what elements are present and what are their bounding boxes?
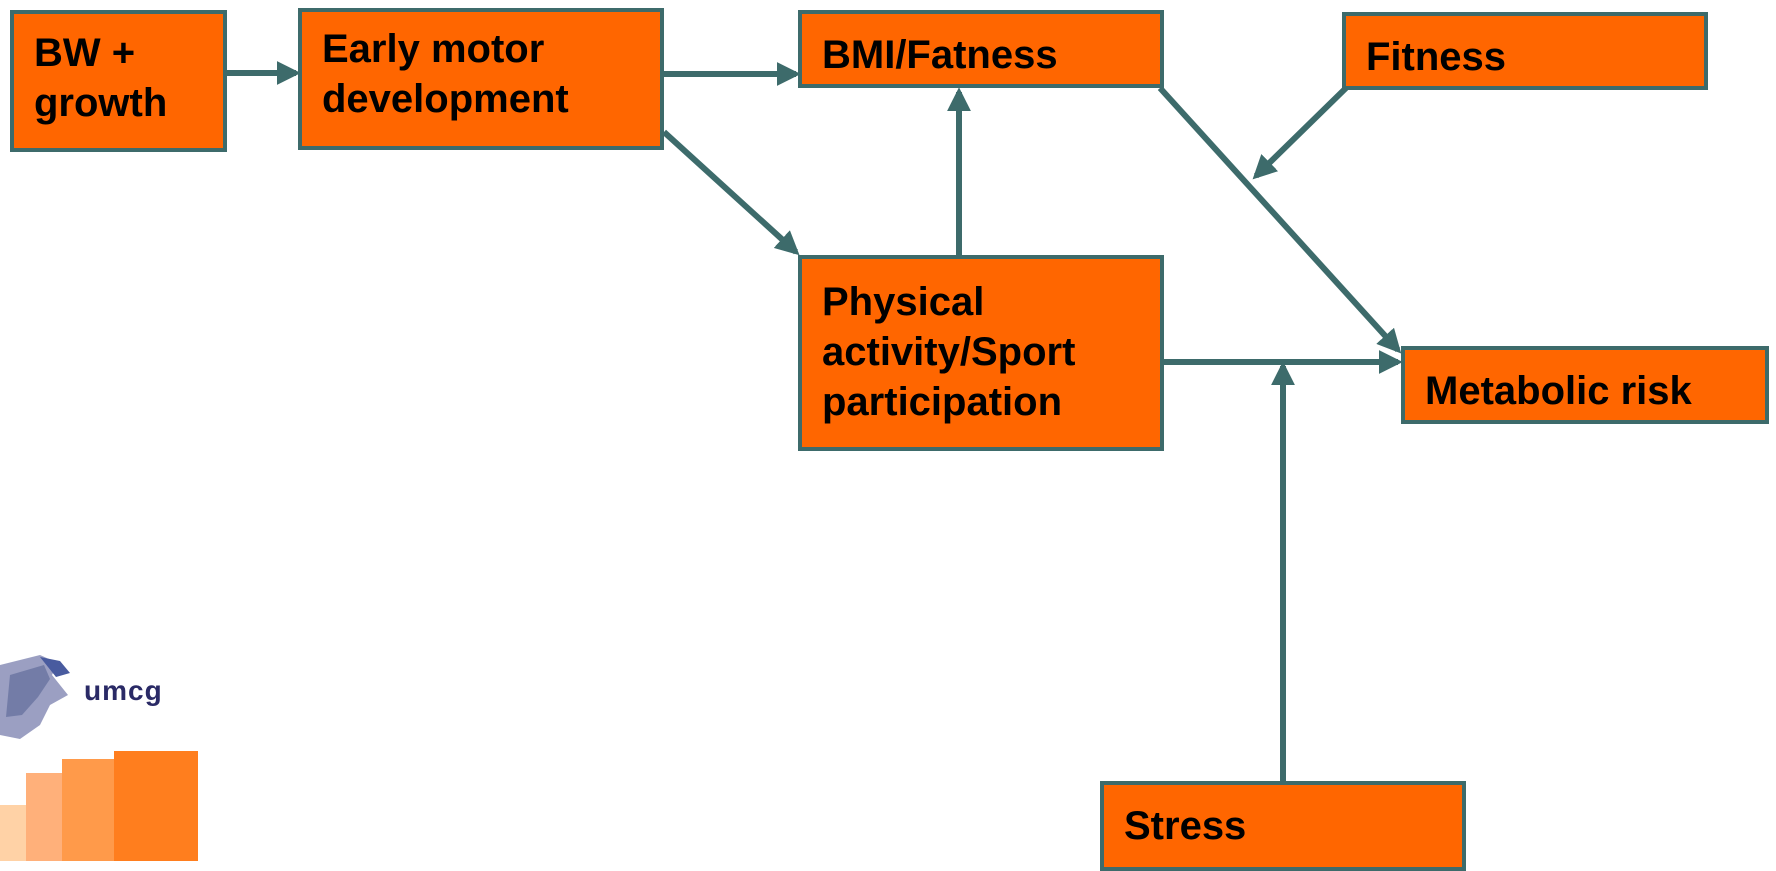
node-physical-activity: Physical activity/Sport participation [798,255,1164,451]
edge-early-motor-to-physical-activity [661,129,800,256]
node-metabolic-risk: Metabolic risk [1401,346,1769,424]
node-stress: Stress [1100,781,1466,871]
node-early-motor-development: Early motor development [298,8,664,150]
umcg-logo-text: umcg [84,675,163,706]
umcg-logo-icon [0,655,198,861]
node-bw-growth: BW + growth [10,10,227,152]
node-bmi-fatness: BMI/Fatness [798,10,1164,88]
node-fitness: Fitness [1342,12,1708,90]
edge-bmi-to-metabolic-risk [1157,85,1402,354]
edge-fitness-moderator [1252,85,1349,180]
